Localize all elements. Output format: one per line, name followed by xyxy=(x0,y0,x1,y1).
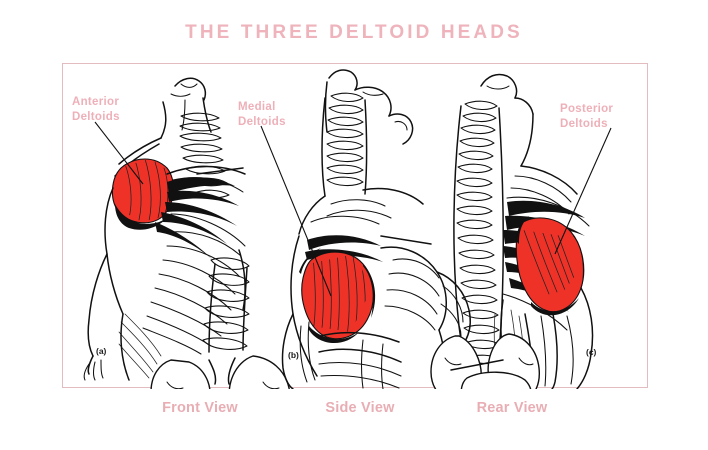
pointer-mark-front xyxy=(196,167,244,175)
caption-front-view: Front View xyxy=(162,400,238,416)
figure-letter-c: (c) xyxy=(586,347,597,357)
figure-letter-b: (b) xyxy=(288,350,299,360)
anatomy-svg: .ln { fill:none; stroke:#111; stroke-wid… xyxy=(83,69,612,389)
leader-line-medial xyxy=(260,125,332,297)
callout-posterior-line1: Posterior xyxy=(560,103,614,115)
anatomy-illustration-group: .ln { fill:none; stroke:#111; stroke-wid… xyxy=(63,64,649,389)
pointer-mark-side xyxy=(380,235,432,245)
callout-posterior-line2: Deltoids xyxy=(560,118,608,130)
illustration-panel: .ln { fill:none; stroke:#111; stroke-wid… xyxy=(62,63,649,389)
callout-anterior-line2: Deltoids xyxy=(72,111,120,123)
figure-rear-view xyxy=(430,73,612,389)
leader-line-posterior xyxy=(554,127,612,255)
pelvis-rear xyxy=(430,333,540,389)
figure-letter-a: (a) xyxy=(96,346,107,356)
ribcage-front xyxy=(142,231,246,355)
medial-deltoid-highlight xyxy=(299,248,376,344)
caption-side-view: Side View xyxy=(325,400,395,416)
figure-front-view xyxy=(83,77,290,389)
pectoral-striations xyxy=(155,177,246,260)
callout-medial-line2: Deltoids xyxy=(238,116,286,128)
figure-side-view xyxy=(260,69,471,389)
cervical-spine-side xyxy=(321,92,368,197)
callout-medial-line1: Medial xyxy=(238,101,276,113)
callout-medial-deltoids: Medial Deltoids xyxy=(238,100,286,130)
pelvis-front xyxy=(150,355,290,389)
callout-anterior-deltoids: Anterior Deltoids xyxy=(72,95,120,125)
posterior-deltoid-highlight xyxy=(515,216,585,316)
anterior-deltoid-highlight xyxy=(111,158,174,230)
callout-posterior-deltoids: Posterior Deltoids xyxy=(560,102,613,132)
caption-rear-view: Rear View xyxy=(476,400,548,416)
callout-anterior-line1: Anterior xyxy=(72,96,120,108)
page-title: THE THREE DELTOID HEADS xyxy=(185,22,523,43)
lumbar-spine-front xyxy=(202,257,250,353)
leader-line-anterior xyxy=(94,121,144,185)
pointer-mark-rear xyxy=(450,359,504,371)
oblique-muscle xyxy=(118,313,162,381)
